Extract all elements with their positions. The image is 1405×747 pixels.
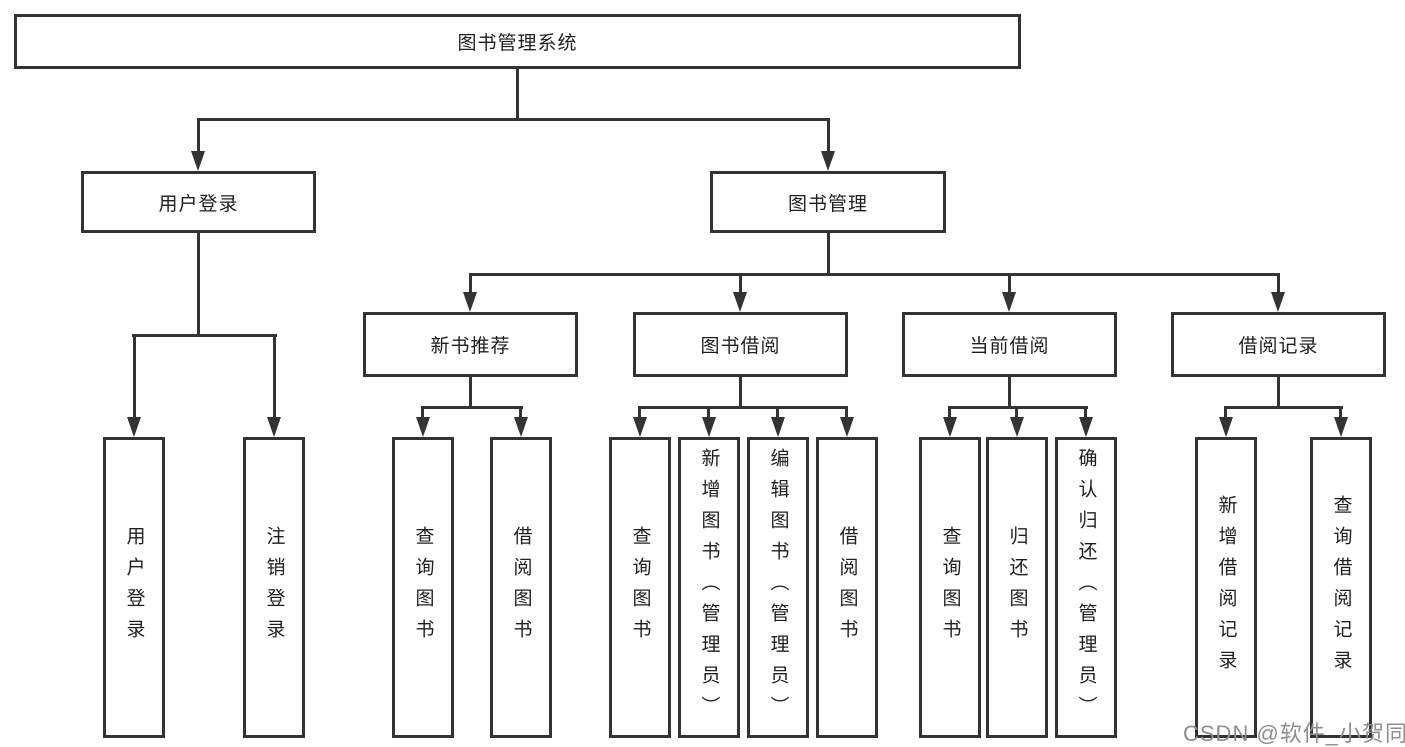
arrow-down-icon	[771, 417, 785, 437]
node-user-login: 用户登录	[81, 171, 316, 233]
arrow-down-icon	[514, 417, 528, 437]
connector-line	[469, 273, 472, 295]
arrow-down-icon	[191, 151, 205, 171]
connector-line	[827, 233, 830, 276]
connector-line	[133, 334, 136, 419]
node-label: 借阅记录	[1238, 336, 1319, 357]
leaf-logout-login: 注销登录	[243, 437, 305, 738]
node-current-borrowing: 当前借阅	[902, 312, 1117, 377]
node-label: 当前借阅	[969, 336, 1050, 357]
connector-line	[638, 406, 848, 409]
leaf-borrow-books-borrow: 借阅图书	[816, 437, 878, 738]
connector-line	[519, 406, 522, 419]
leaf-label: 查询借阅记录	[1330, 494, 1352, 681]
arrow-down-icon	[1002, 292, 1016, 312]
arrow-down-icon	[633, 417, 647, 437]
leaf-query-books-borrow: 查询图书	[609, 437, 671, 738]
node-new-book-recommendation: 新书推荐	[363, 312, 578, 377]
leaf-query-books-recommend: 查询图书	[392, 437, 454, 738]
arrow-down-icon	[1271, 292, 1285, 312]
leaf-label: 查询图书	[939, 525, 961, 650]
leaf-label: 用户登录	[123, 525, 145, 650]
node-label: 新书推荐	[430, 336, 511, 357]
connector-line	[1015, 406, 1018, 419]
leaf-borrow-books-recommend: 借阅图书	[490, 437, 552, 738]
connector-line	[776, 406, 779, 419]
node-borrowing-records: 借阅记录	[1171, 312, 1386, 377]
node-book-borrowing: 图书借阅	[633, 312, 848, 377]
node-label: 用户登录	[158, 193, 239, 215]
connector-line	[845, 406, 848, 419]
arrow-down-icon	[1219, 417, 1233, 437]
connector-line	[421, 406, 523, 409]
leaf-label: 查询图书	[412, 525, 434, 650]
connector-line	[197, 118, 200, 153]
connector-line	[421, 406, 424, 419]
leaf-label: 编辑图书（管理员）	[767, 448, 789, 727]
arrow-down-icon	[943, 417, 957, 437]
connector-line	[638, 406, 641, 419]
connector-line	[197, 118, 830, 121]
connector-line	[707, 406, 710, 419]
connector-line	[1224, 406, 1343, 409]
leaf-label: 借阅图书	[836, 525, 858, 650]
leaf-label: 新增图书（管理员）	[698, 448, 720, 727]
leaf-label: 查询图书	[629, 525, 651, 650]
connector-line	[1339, 406, 1342, 419]
connector-line	[1224, 406, 1227, 419]
connector-line	[1277, 377, 1280, 409]
connector-line	[469, 273, 1280, 276]
arrow-down-icon	[840, 417, 854, 437]
arrow-down-icon	[127, 417, 141, 437]
arrow-down-icon	[416, 417, 430, 437]
arrow-down-icon	[821, 151, 835, 171]
csdn-watermark: CSDN @软件_小贺同学	[1183, 721, 1405, 746]
leaf-return-books: 归还图书	[986, 437, 1048, 738]
connector-line	[948, 406, 951, 419]
connector-line	[739, 377, 742, 409]
connector-line	[948, 406, 1088, 409]
node-label: 图书管理	[787, 193, 868, 215]
leaf-edit-books-admin: 编辑图书（管理员）	[747, 437, 809, 738]
leaf-query-borrow-record: 查询借阅记录	[1310, 437, 1372, 738]
connector-line	[739, 273, 742, 295]
leaf-user-login: 用户登录	[103, 437, 165, 738]
leaf-add-books-admin: 新增图书（管理员）	[678, 437, 740, 738]
arrow-down-icon	[1010, 417, 1024, 437]
connector-line	[197, 233, 200, 337]
connector-line	[1008, 377, 1011, 409]
leaf-label: 新增借阅记录	[1215, 494, 1237, 681]
connector-line	[132, 334, 277, 337]
arrow-down-icon	[267, 417, 281, 437]
node-label: 图书管理系统	[457, 33, 578, 54]
leaf-label: 归还图书	[1006, 525, 1028, 650]
arrow-down-icon	[702, 417, 716, 437]
connector-line	[827, 118, 830, 153]
connector-line	[1084, 406, 1087, 419]
leaf-label: 注销登录	[263, 525, 285, 650]
leaf-query-books-current: 查询图书	[919, 437, 981, 738]
arrow-down-icon	[1079, 417, 1093, 437]
leaf-label: 确认归还（管理员）	[1075, 448, 1097, 727]
connector-line	[1008, 273, 1011, 295]
connector-line	[516, 68, 519, 121]
arrow-down-icon	[1334, 417, 1348, 437]
leaf-add-borrow-record: 新增借阅记录	[1195, 437, 1257, 738]
arrow-down-icon	[463, 292, 477, 312]
leaf-label: 借阅图书	[510, 525, 532, 650]
node-library-system: 图书管理系统	[14, 14, 1021, 69]
node-book-management: 图书管理	[710, 171, 946, 233]
connector-line	[1277, 273, 1280, 295]
arrow-down-icon	[733, 292, 747, 312]
connector-line	[273, 334, 276, 419]
leaf-confirm-return-admin: 确认归还（管理员）	[1055, 437, 1117, 738]
node-label: 图书借阅	[700, 336, 781, 357]
connector-line	[469, 377, 472, 409]
